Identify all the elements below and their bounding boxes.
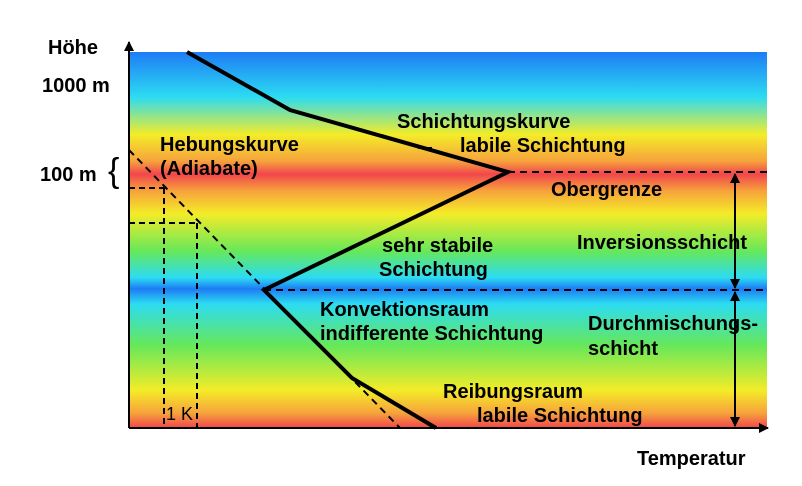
tick-label-1000m: 1000 m	[42, 75, 110, 97]
label-obergrenze: Obergrenze	[551, 179, 663, 201]
label-indifferente-schichtung: indifferente Schichtung	[320, 323, 544, 345]
label-inversionsschicht: Inversionsschicht	[577, 232, 748, 254]
brace-100m: {	[108, 152, 120, 190]
tick-label-100m: 100 m	[40, 164, 97, 186]
label-schicht: schicht	[588, 338, 659, 360]
gradient-background	[129, 52, 767, 428]
label-labile-schichtung-top: labile Schichtung	[460, 135, 626, 157]
label-durchmischungs: Durchmischungs-	[588, 313, 759, 335]
y-axis-label: Höhe	[48, 37, 98, 59]
label-reibungsraum: Reibungsraum	[443, 381, 584, 403]
x-axis-label: Temperatur	[637, 448, 746, 470]
label-adiabate: (Adiabate)	[160, 158, 258, 180]
label-sehr-stabile: sehr stabile	[382, 235, 494, 257]
label-konvektionsraum: Konvektionsraum	[320, 299, 489, 321]
delta-label-1k: 1 K	[166, 404, 194, 424]
schichtungskurve-line	[186, 50, 514, 430]
label-schichtungskurve: Schichtungskurve	[397, 111, 571, 133]
label-schichtung: Schichtung	[379, 259, 488, 281]
label-labile-schichtung-bottom: labile Schichtung	[477, 405, 643, 427]
label-hebungskurve: Hebungskurve	[160, 134, 299, 156]
